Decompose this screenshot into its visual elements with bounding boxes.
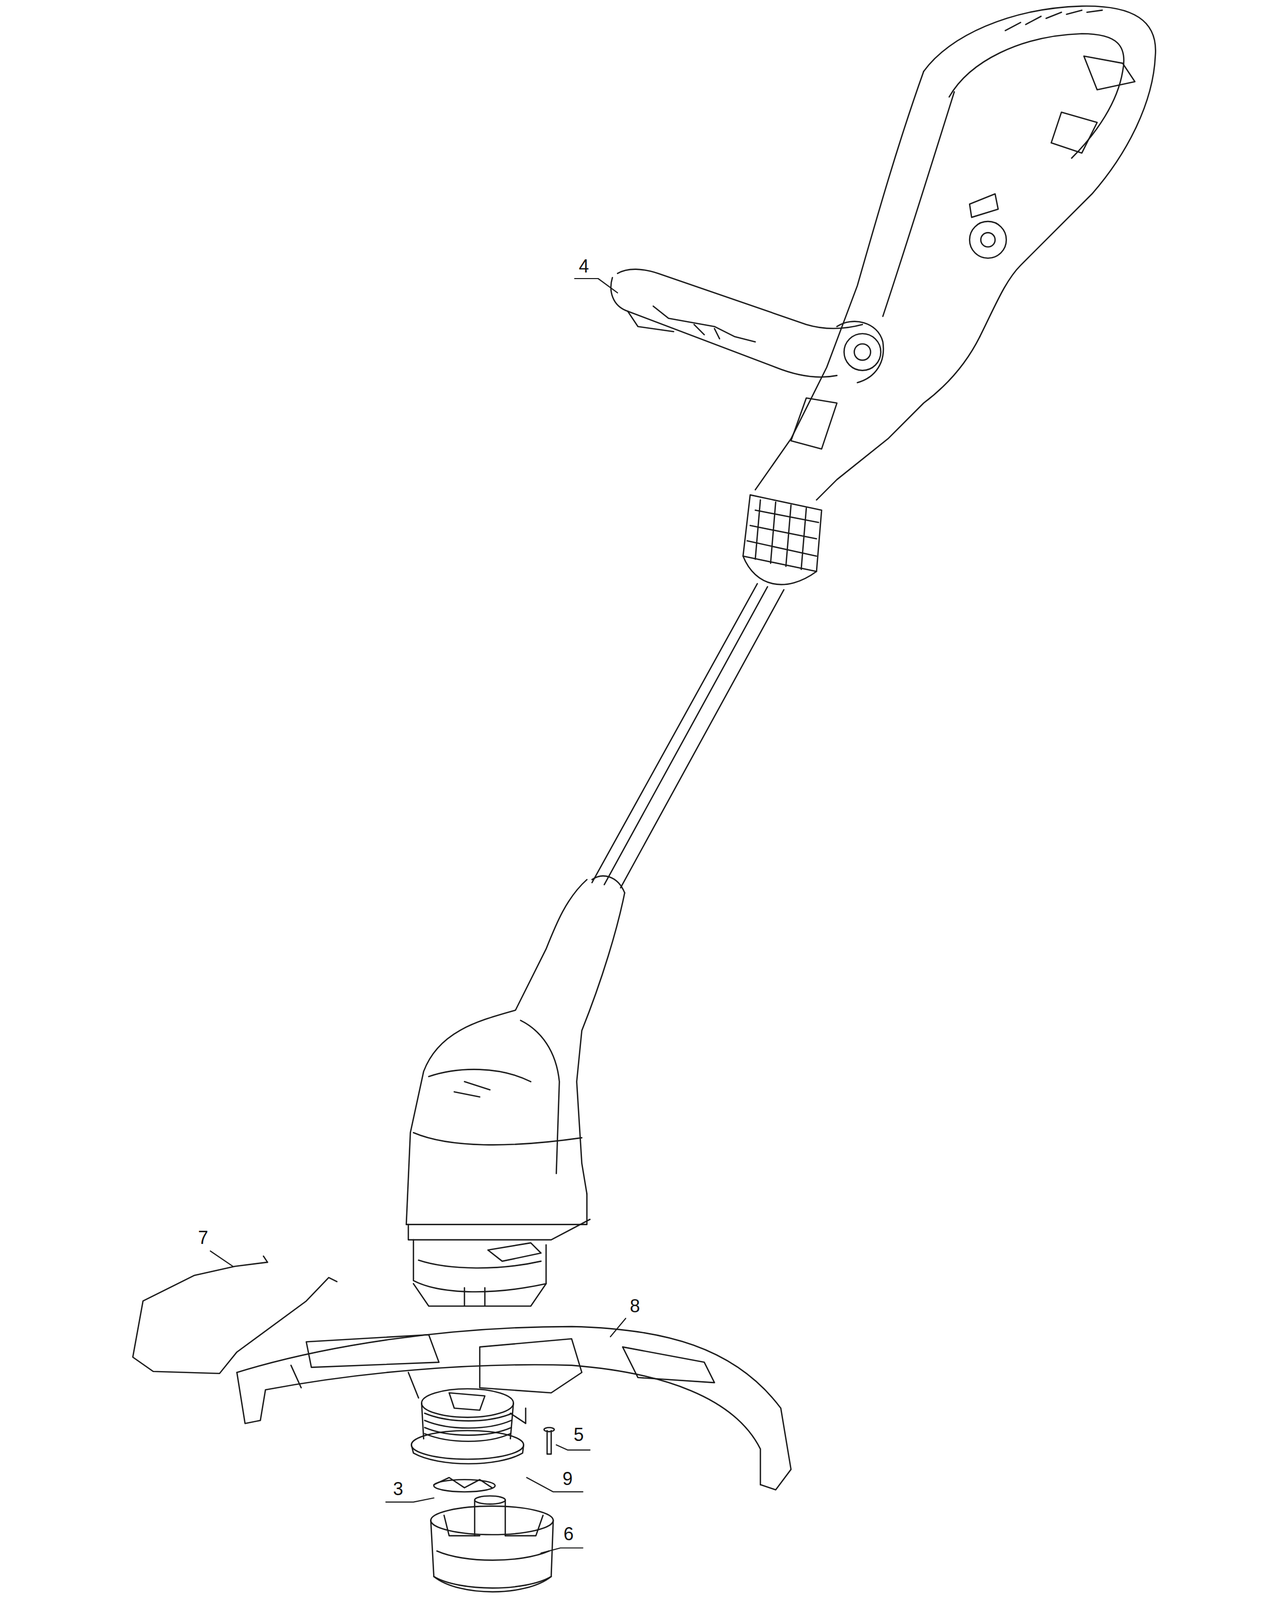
guard (622, 1346, 715, 1383)
spool-cap (444, 1515, 543, 1536)
motor-housing (428, 1069, 531, 1082)
shaft (592, 583, 785, 888)
spool (424, 1433, 511, 1442)
rear-handle (923, 6, 1156, 337)
motor-housing (487, 1242, 541, 1262)
rear-handle (1051, 112, 1098, 154)
edge-guide-wire (132, 1262, 337, 1374)
spool-cap (430, 1506, 554, 1535)
guard (290, 1365, 419, 1398)
motor-housing (520, 1020, 560, 1174)
motor-housing (406, 1193, 588, 1225)
callout-number: 9 (560, 1469, 574, 1489)
adjustment-collar (743, 494, 822, 572)
handle-body (980, 232, 995, 247)
spool (449, 1392, 486, 1411)
leader-line (210, 278, 626, 1553)
leader-line (526, 1477, 583, 1492)
leader-line (574, 278, 618, 293)
edge-guide-wire (132, 1256, 337, 1374)
leader-line (610, 1318, 626, 1337)
rear-handle (923, 6, 1156, 337)
guard (237, 1365, 761, 1486)
guard (306, 1334, 440, 1368)
motor-housing (406, 876, 625, 1307)
shaft (592, 583, 758, 883)
spool (424, 1420, 512, 1428)
auxiliary-handle (610, 269, 884, 383)
guard (237, 1326, 792, 1490)
spool-cap (430, 1496, 554, 1592)
auxiliary-handle (617, 269, 863, 329)
spool (421, 1388, 514, 1418)
pin (543, 1427, 555, 1432)
motor-housing (413, 1239, 547, 1293)
pin (543, 1427, 555, 1455)
spool (411, 1388, 524, 1464)
spring (434, 1479, 496, 1492)
auxiliary-handle (653, 305, 756, 342)
spool-cap (474, 1496, 505, 1505)
rear-handle (949, 33, 1124, 159)
auxiliary-handle (610, 277, 837, 378)
motor-housing (418, 1260, 541, 1268)
callout-number: 3 (391, 1479, 405, 1499)
motor-housing (408, 1219, 591, 1240)
callout-number: 4 (577, 256, 591, 277)
auxiliary-handle (854, 343, 871, 361)
spring (434, 1477, 496, 1492)
shaft (620, 589, 784, 888)
shaft (604, 586, 768, 885)
motor-housing (413, 1283, 547, 1306)
callout-number: 8 (628, 1296, 642, 1316)
leader-line (540, 1547, 583, 1553)
auxiliary-handle (843, 333, 881, 371)
handle-body (755, 71, 924, 490)
motor-housing (454, 1081, 491, 1098)
callout-number: 5 (572, 1425, 586, 1445)
handle-body (816, 336, 980, 500)
auxiliary-handle (627, 310, 720, 339)
handle-body (969, 221, 1007, 259)
motor-housing (413, 1132, 582, 1145)
pin (547, 1430, 552, 1455)
rear-handle (1083, 56, 1136, 90)
spool-cap (474, 1500, 505, 1537)
motor-housing (406, 879, 588, 1225)
leader-line (210, 1251, 233, 1267)
rear-handle (1005, 10, 1103, 31)
handle-body (882, 91, 955, 317)
spool-cap (430, 1520, 554, 1588)
spool (411, 1430, 524, 1460)
motor-housing (592, 876, 625, 893)
adjustment-collar (755, 499, 807, 570)
motor-housing (464, 1288, 485, 1307)
auxiliary-handle (836, 321, 884, 383)
callout-number: 6 (561, 1524, 575, 1544)
handle-body (791, 398, 838, 450)
callout-number: 7 (196, 1228, 210, 1248)
spool-cap (434, 1576, 552, 1592)
adjustment-collar (743, 556, 817, 585)
edge-guide-wire (263, 1256, 268, 1263)
handle-body (969, 193, 998, 218)
leader-line (556, 1445, 590, 1451)
motor-housing (576, 892, 626, 1194)
handle-body (755, 71, 1007, 500)
guard (237, 1326, 792, 1490)
guard (479, 1338, 582, 1393)
spool (424, 1413, 513, 1421)
adjustment-collar (743, 494, 822, 585)
spool (424, 1427, 512, 1436)
spool-cap (437, 1550, 550, 1561)
spool (411, 1445, 524, 1464)
